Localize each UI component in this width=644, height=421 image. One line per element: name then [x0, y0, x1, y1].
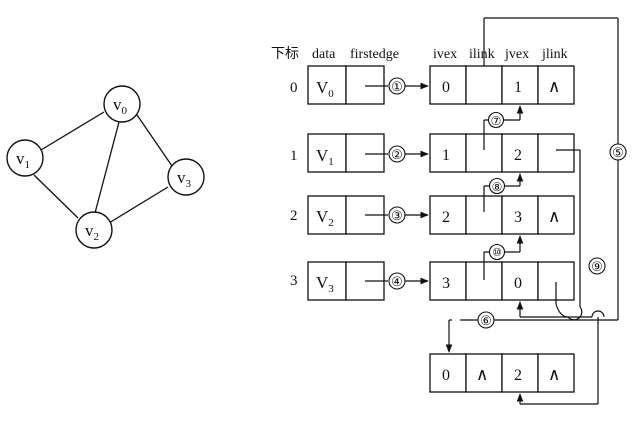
pointer-3: ③ — [365, 206, 429, 224]
header-ivex: ivex — [433, 47, 457, 62]
pointer-4: ④ — [365, 272, 429, 290]
ivex-value: 2 — [442, 209, 450, 226]
header-firstedge: firstedge — [350, 47, 399, 62]
pointer-2: ② — [365, 145, 429, 163]
edge-node-1: 0 1 ∧ — [429, 65, 575, 105]
edge-node-3: 2 3 ∧ — [429, 195, 575, 235]
pointer-8: ⑧ — [483, 173, 524, 212]
edge-node-4: 3 0 — [429, 261, 575, 301]
ivex-value: 3 — [442, 275, 450, 292]
pointer-10: ⑩ — [483, 235, 524, 280]
graph-node-v1: v1 — [6, 139, 44, 177]
jlink-value: ∧ — [548, 77, 560, 96]
graph-node-v2: v2 — [75, 211, 113, 249]
row-index: 2 — [290, 208, 298, 224]
svg-text:⑥: ⑥ — [480, 313, 492, 328]
graph-edge-v2-v3 — [108, 186, 169, 224]
jlink-value: ∧ — [548, 365, 560, 384]
row-index: 1 — [290, 148, 298, 164]
ivex-value: 0 — [442, 79, 450, 96]
svg-text:③: ③ — [391, 208, 403, 223]
jvex-value: 2 — [514, 147, 522, 164]
edge-node-2: 1 2 — [429, 133, 575, 173]
svg-text:v3: v3 — [177, 168, 192, 190]
svg-text:①: ① — [391, 79, 403, 94]
svg-text:⑦: ⑦ — [491, 114, 502, 128]
pointer-7: ⑦ — [483, 105, 524, 150]
jvex-value: 2 — [514, 367, 522, 384]
svg-text:⑧: ⑧ — [492, 180, 503, 194]
pointer-1: ① — [365, 77, 429, 95]
row-index: 3 — [290, 273, 298, 289]
edge-node-5: 0 ∧ 2 ∧ — [429, 353, 575, 393]
jlink-value: ∧ — [548, 207, 560, 226]
header-index: 下标 — [271, 46, 299, 62]
row-index: 0 — [290, 80, 298, 96]
vertex-data: V3 — [316, 273, 334, 295]
svg-text:④: ④ — [391, 274, 403, 289]
ilink-value: ∧ — [476, 365, 488, 384]
pointer-6: ⑥ — [477, 149, 583, 329]
vertex-data: V2 — [316, 207, 334, 229]
svg-text:v1: v1 — [16, 149, 30, 171]
svg-text:v2: v2 — [85, 221, 99, 243]
svg-text:v0: v0 — [113, 95, 128, 117]
svg-text:②: ② — [391, 147, 403, 162]
graph-edge-v1-v2 — [33, 174, 79, 219]
graph-node-v0: v0 — [103, 85, 141, 123]
graph: v0 v1 v2 v3 — [6, 85, 205, 249]
header-jlink: jlink — [541, 47, 568, 62]
ivex-value: 0 — [442, 367, 450, 384]
vertex-data: V0 — [316, 78, 334, 100]
vertex-data: V1 — [316, 146, 334, 168]
graph-node-v3: v3 — [167, 158, 205, 196]
pointer-5: ⑤ — [445, 17, 627, 353]
svg-text:⑤: ⑤ — [612, 145, 624, 160]
vertex-row-0: 0 V0 — [290, 65, 385, 105]
header-jvex: jvex — [504, 47, 529, 62]
graph-edge-v0-v2 — [94, 121, 120, 214]
svg-text:⑨: ⑨ — [591, 259, 603, 274]
pointer-9: ⑨ — [516, 257, 606, 405]
graph-edge-v0-v1 — [40, 111, 105, 151]
vertex-row-1: 1 V1 — [290, 133, 385, 173]
table-headers: 下标 data firstedge ivex ilink jvex jlink — [271, 46, 568, 62]
graph-edge-v0-v3 — [134, 111, 173, 167]
jvex-value: 1 — [514, 79, 522, 96]
ivex-value: 1 — [442, 147, 450, 164]
jvex-value: 0 — [514, 275, 522, 292]
header-data: data — [312, 47, 336, 62]
header-ilink: ilink — [469, 47, 495, 62]
jvex-value: 3 — [514, 209, 522, 226]
svg-text:⑩: ⑩ — [492, 247, 502, 259]
